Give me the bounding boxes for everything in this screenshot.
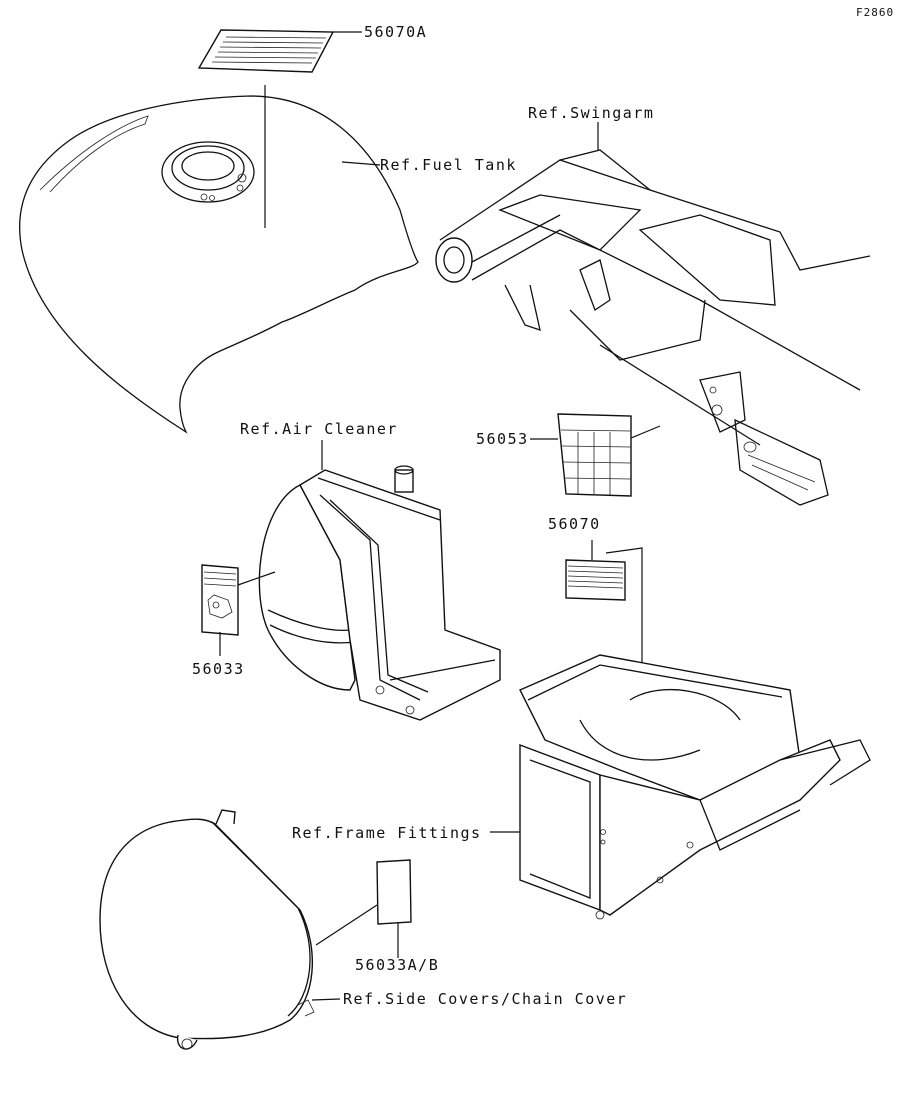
ref-air-cleaner-label: Ref.Air Cleaner (240, 420, 398, 438)
part-number-56033AB: 56033A/B (355, 956, 440, 974)
part-number-56053: 56053 (476, 430, 529, 448)
figure-id: F2860 (856, 6, 895, 19)
part-number-56070A: 56070A (364, 23, 428, 41)
part-number-56070: 56070 (548, 515, 601, 533)
label-56033AB-sticker (376, 859, 412, 925)
fuel-tank-illustration (19, 95, 419, 434)
label-56070-sticker (565, 559, 626, 601)
frame-fittings-illustration (519, 654, 871, 920)
air-cleaner-illustration (258, 465, 501, 721)
ref-fuel-tank-label: Ref.Fuel Tank (380, 156, 517, 174)
side-cover-illustration (99, 809, 315, 1050)
label-56053-sticker (557, 413, 632, 497)
ref-frame-fittings-label: Ref.Frame Fittings (292, 824, 482, 842)
label-56070A-sticker (197, 29, 335, 73)
label-56033-sticker (201, 564, 239, 636)
ref-swingarm-label: Ref.Swingarm (528, 104, 655, 122)
ref-side-covers-label: Ref.Side Covers/Chain Cover (343, 990, 628, 1008)
swingarm-illustration (435, 149, 871, 506)
part-number-56033: 56033 (192, 660, 245, 678)
